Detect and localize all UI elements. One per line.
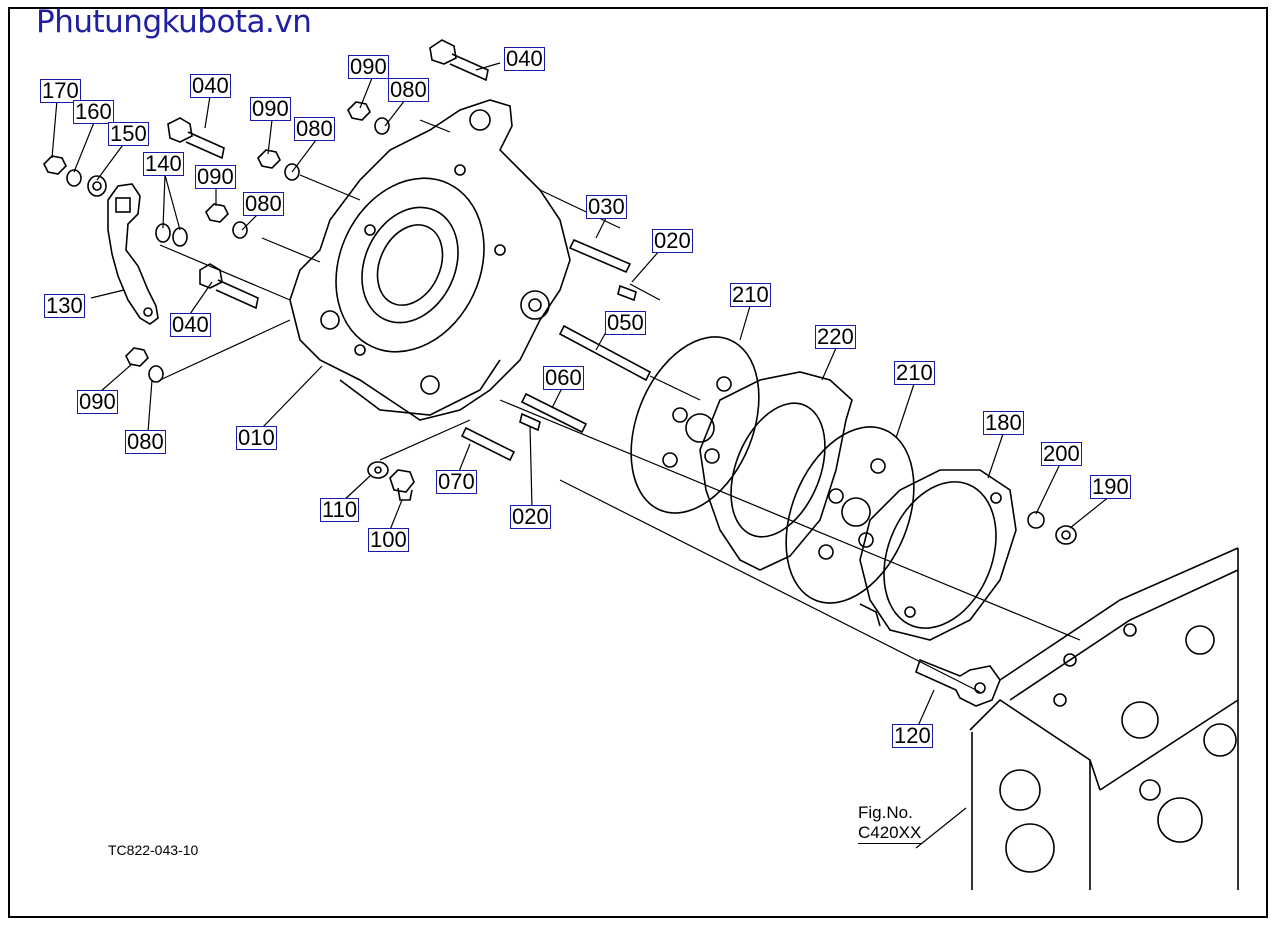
callout-020[interactable]: 020 [510,504,551,529]
watermark-text: Phutungkubota.vn [36,4,312,40]
left-hardware [43,155,164,383]
callout-170[interactable]: 170 [40,78,81,103]
transmission-case [969,547,1239,890]
callout-050[interactable]: 050 [605,310,646,335]
callout-030[interactable]: 030 [586,194,627,219]
friction-plate-210b [785,426,915,604]
drawing-code: TC822-043-10 [108,842,199,858]
pin-arm-120 [915,658,1001,707]
callout-100[interactable]: 100 [368,527,409,552]
callout-010[interactable]: 010 [236,425,277,450]
callout-040[interactable]: 040 [190,73,231,98]
callout-120[interactable]: 120 [892,723,933,748]
callout-080[interactable]: 080 [125,429,166,454]
callout-090[interactable]: 090 [348,54,389,79]
gasket-plate-180 [859,469,1017,641]
figure-label: Fig.No. [858,803,913,822]
callout-040[interactable]: 040 [170,312,211,337]
drain-plug [367,461,415,501]
callout-060[interactable]: 060 [543,365,584,390]
figure-number: C420XX [858,823,922,844]
callout-220[interactable]: 220 [815,324,856,349]
callout-090[interactable]: 090 [77,389,118,414]
lever-square-hole [115,197,131,213]
callout-020[interactable]: 020 [652,228,693,253]
callout-160[interactable]: 160 [73,99,114,124]
callout-150[interactable]: 150 [108,121,149,146]
callout-090[interactable]: 090 [195,164,236,189]
figure-reference: Fig.No. C420XX [858,803,922,844]
nut-190 [1055,525,1077,545]
studs-and-pins [460,238,652,462]
main-housing [289,99,571,421]
lever-arm [107,183,159,325]
callout-210[interactable]: 210 [894,360,935,385]
callout-200[interactable]: 200 [1041,441,1082,466]
upper-hardware [205,101,390,239]
callout-080[interactable]: 080 [388,77,429,102]
friction-plate-210a [630,336,760,514]
callout-140[interactable]: 140 [143,151,184,176]
drawing-frame [8,7,1268,918]
separator-plate-220 [699,371,853,571]
callout-070[interactable]: 070 [436,469,477,494]
callout-080[interactable]: 080 [243,191,284,216]
ball [1027,511,1045,529]
bolts [167,39,489,310]
callout-190[interactable]: 190 [1090,474,1131,499]
callout-090[interactable]: 090 [250,96,291,121]
callout-080[interactable]: 080 [294,116,335,141]
callout-110[interactable]: 110 [320,497,360,522]
callout-180[interactable]: 180 [983,410,1024,435]
callout-210[interactable]: 210 [730,282,771,307]
callout-130[interactable]: 130 [44,293,85,318]
callout-040[interactable]: 040 [504,46,545,71]
